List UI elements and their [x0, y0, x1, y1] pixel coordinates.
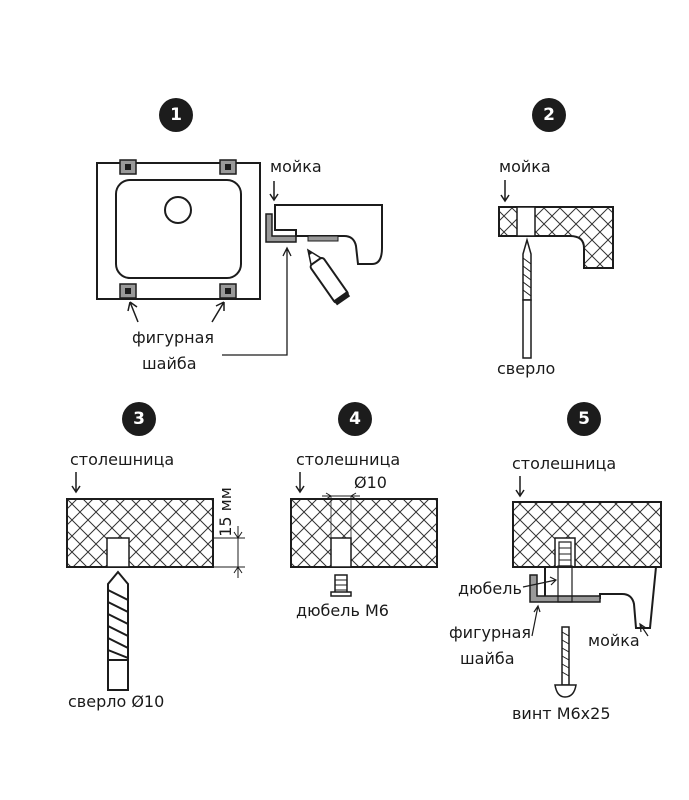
- step5-sink-section: [529, 565, 658, 629]
- step4-dowel-m6: [330, 574, 352, 597]
- step1-clip-bottomright: [219, 283, 237, 299]
- step5-countertop-label: столешница: [512, 454, 617, 473]
- step5-sink-label: мойка: [588, 631, 640, 650]
- step5-dowel-installed: [558, 541, 572, 567]
- step5-sink-arrow: [639, 622, 649, 637]
- step3-drill-10mm: [107, 570, 129, 691]
- step1-clip-topleft: [119, 159, 137, 175]
- step5-dowel-arrow: [522, 576, 558, 588]
- step1-leader-line: [222, 246, 292, 356]
- step1-label-arrow-right: [211, 301, 225, 323]
- step5-washer-label-line2: шайба: [460, 649, 515, 668]
- step3-drill-label: сверло Ø10: [68, 692, 165, 711]
- step2-badge: 2: [532, 98, 566, 132]
- step5-badge: 5: [567, 402, 601, 436]
- step4-badge: 4: [338, 402, 372, 436]
- step5-screw-label: винт М6х25: [512, 704, 611, 723]
- step1-badge: 1: [159, 98, 193, 132]
- step1-figured-washer: [265, 213, 297, 243]
- step2-sink-label: мойка: [499, 157, 551, 176]
- step1-marker-pencil: [306, 248, 351, 306]
- step4-countertop-label: столешница: [296, 450, 401, 469]
- step4-dowel-label: дюбель М6: [296, 601, 389, 620]
- step1-washer-label-line1: фигурная: [132, 328, 214, 347]
- step2-drill-bit: [522, 237, 532, 359]
- step1-clip-bottomleft: [119, 283, 137, 299]
- step5-washer-label-line1: фигурная: [449, 623, 531, 642]
- step1-sink-topview: [96, 159, 261, 323]
- step4-countertop-arrow: [295, 472, 305, 494]
- step3-badge: 3: [122, 402, 156, 436]
- step3-countertop-label: столешница: [70, 450, 175, 469]
- step5-screw-m6x25: [554, 626, 577, 698]
- step1-sink-label: мойка: [270, 157, 322, 176]
- step2-sink-arrow: [500, 180, 510, 203]
- step1-label-arrow-left: [127, 301, 139, 323]
- step1-sink-section: [222, 181, 383, 356]
- step1-clip-topright: [219, 159, 237, 175]
- step1-washer-label-line2: шайба: [142, 354, 197, 373]
- step1-sink-arrow: [269, 181, 279, 202]
- step5-washer-arrow: [531, 604, 541, 637]
- step5-countertop-arrow: [515, 476, 525, 498]
- step4-countertop: [290, 472, 438, 568]
- step5-figured-washer: [529, 574, 601, 603]
- step3-depth-label: 15 мм: [216, 487, 235, 537]
- step5-dowel-label: дюбель: [458, 579, 522, 598]
- step3-depth-dimension: [213, 526, 245, 578]
- step4-diameter-label: Ø10: [354, 473, 387, 492]
- step3-countertop: [66, 472, 214, 568]
- step2-sink-section: [498, 180, 614, 269]
- step5-countertop: [512, 476, 662, 568]
- step2-drill-label: сверло: [497, 359, 556, 378]
- step3-countertop-arrow: [71, 472, 81, 494]
- step4-diameter-dimension: [322, 492, 360, 538]
